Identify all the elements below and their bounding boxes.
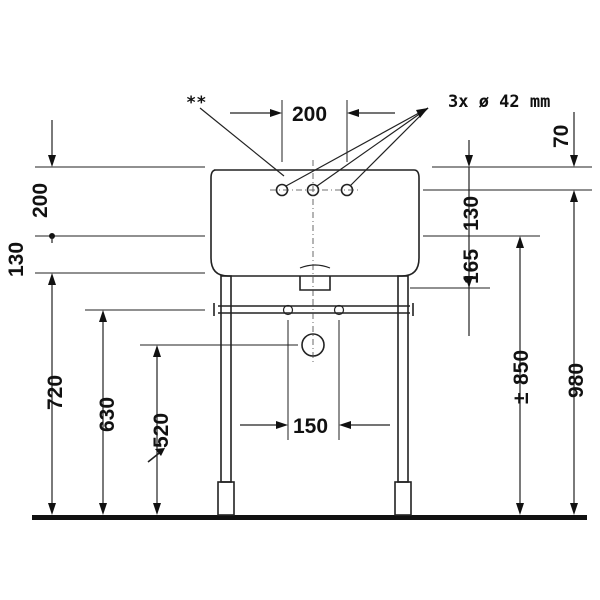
dim-line-150-horizontal	[240, 421, 390, 429]
label-height-520: 520	[150, 413, 173, 448]
dim-line-630	[99, 310, 107, 515]
crossbar-fixings	[282, 304, 345, 316]
dim-line-980	[570, 190, 578, 515]
label-note-marker: **	[186, 93, 206, 113]
label-height-720: 720	[44, 375, 67, 410]
label-top-offset: 70	[550, 125, 573, 148]
extension-lines	[35, 100, 592, 440]
leader-lines-holes	[285, 107, 429, 187]
label-drain-spacing: 150	[293, 415, 328, 438]
dim-line-200-horizontal	[230, 109, 395, 117]
label-holes-note: 3x ø 42 mm	[448, 92, 550, 112]
label-height-630: 630	[96, 397, 119, 432]
console-frame	[213, 275, 414, 516]
label-tap-spacing: 200	[292, 103, 327, 126]
dim-line-left-720	[48, 273, 56, 515]
leader-line-note	[199, 107, 285, 177]
label-rim-height-left: 130	[5, 242, 28, 277]
dim-line-520	[153, 345, 161, 515]
dim-line-850	[516, 236, 524, 515]
dim-line-70	[570, 112, 578, 167]
diagonal-arrow-icon	[147, 448, 165, 463]
basin	[210, 169, 420, 291]
dim-line-right-130	[465, 140, 473, 236]
label-height-980: 980	[565, 363, 588, 398]
dim-line-right-165	[465, 236, 473, 336]
floor-line	[32, 515, 587, 520]
label-basin-top-depth: 200	[29, 183, 52, 218]
dim-line-left-200	[48, 120, 56, 243]
label-trap-height: 165	[460, 249, 483, 284]
label-tolerance-symbol: ±	[510, 392, 533, 404]
label-height-850: 850	[510, 350, 533, 385]
center-lines	[270, 160, 358, 365]
label-rim-height-right: 130	[460, 196, 483, 231]
